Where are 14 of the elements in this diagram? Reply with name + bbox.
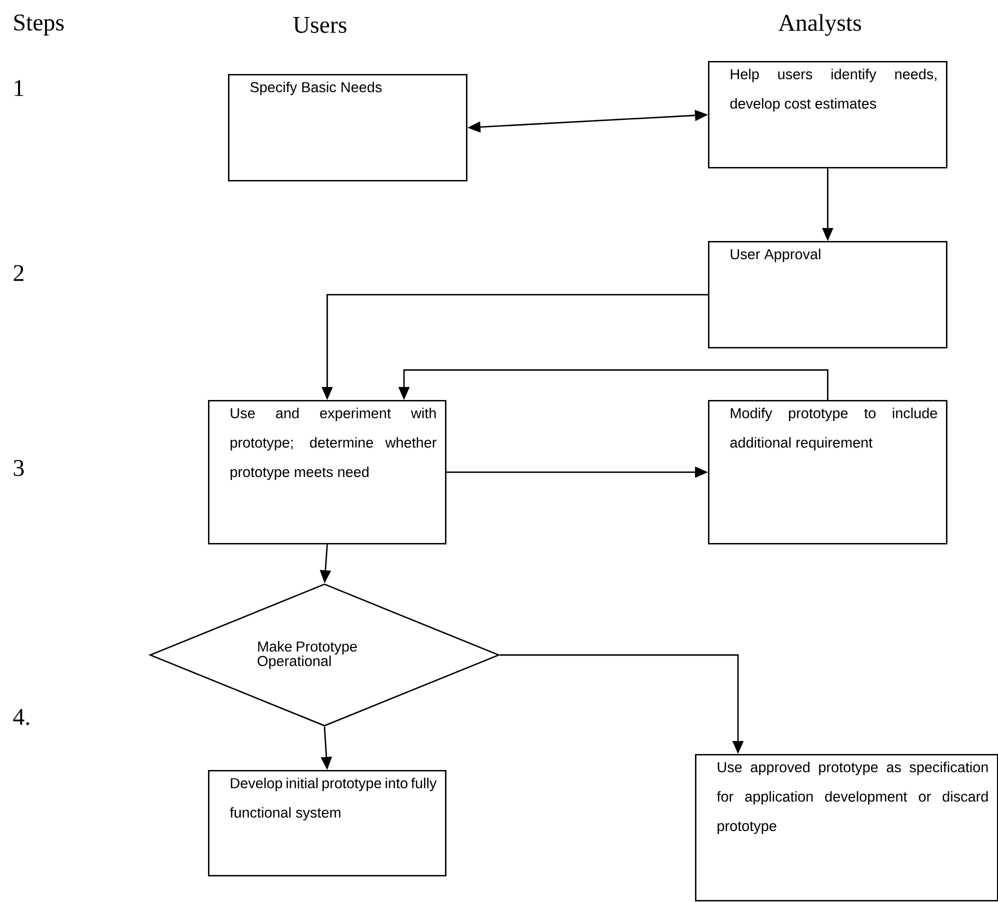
process-box: Develop initial prototype into fully functional system [208, 770, 446, 876]
process-box: Specify Basic Needs [228, 74, 468, 182]
process-box: Modify prototype to include additional requirement [708, 400, 948, 544]
process-box: Use approved prototype as specification for application development or discard prototype [695, 754, 998, 902]
column-heading: Steps [14, 14, 64, 36]
process-box: User Approval [708, 241, 948, 348]
column-heading: Analysts [778, 14, 861, 36]
step-number: 3 [14, 460, 24, 476]
step-number: 4. [13, 708, 30, 726]
step-number: 1 [14, 80, 24, 96]
step-number: 2 [14, 265, 24, 281]
process-box: Help users identify needs, develop cost estimates [708, 61, 948, 168]
column-heading: Users [293, 17, 346, 33]
process-box: Use and experiment with prototype; determine whether prototype meets need [208, 400, 446, 544]
